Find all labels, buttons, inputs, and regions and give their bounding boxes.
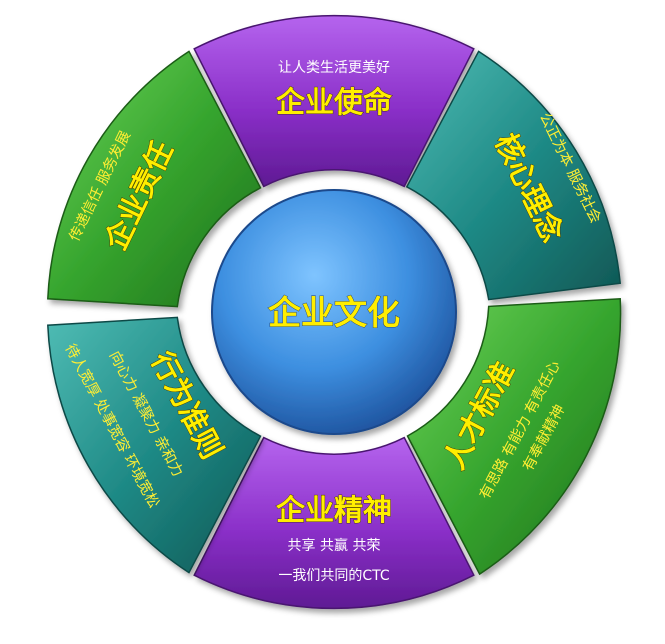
center-title: 企业文化	[268, 293, 400, 332]
segment-mission	[193, 14, 475, 188]
segment-core-concept	[405, 50, 622, 301]
mission-subtitle: 让人类生活更美好	[278, 60, 390, 76]
segment-talent	[406, 298, 622, 576]
spirit-line-2: 一我们共同的CTC	[278, 568, 390, 584]
center-circle	[211, 189, 457, 435]
segment-spirit	[193, 436, 475, 610]
spirit-title: 企业精神	[276, 493, 392, 527]
mission-title: 企业使命	[276, 85, 393, 119]
segment-responsibility	[47, 50, 262, 308]
segment-conduct	[47, 316, 262, 574]
spirit-line-1: 共享 共赢 共荣	[288, 537, 381, 554]
